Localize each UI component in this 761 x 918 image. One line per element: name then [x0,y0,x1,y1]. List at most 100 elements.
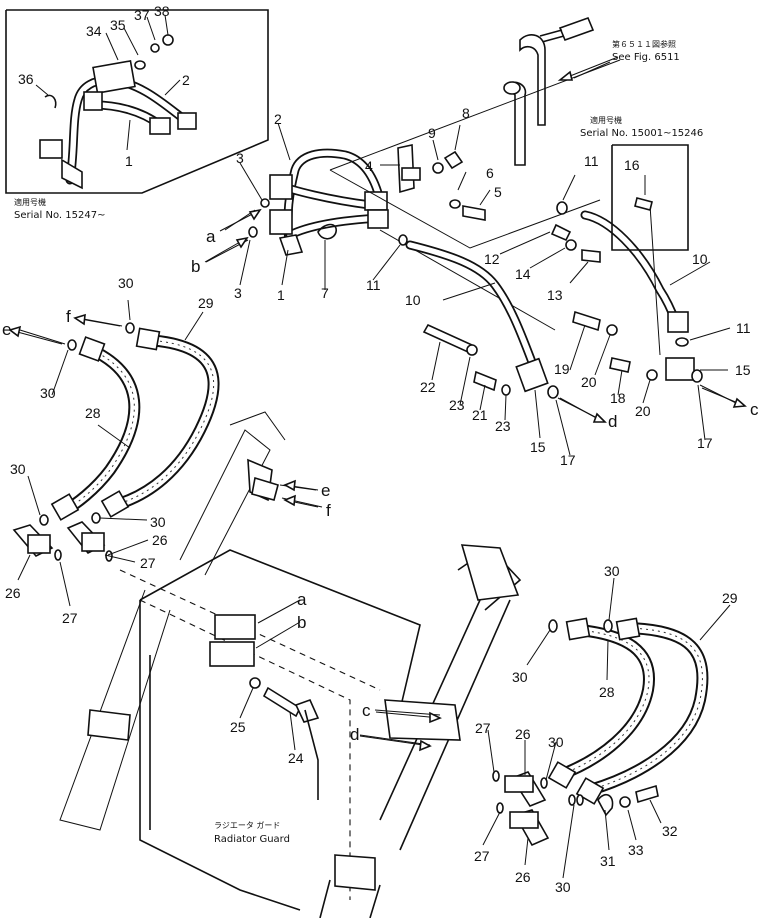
callout-23: 23 [449,397,465,413]
callout-28: 28 [85,405,101,421]
inset-jp-label: 適用号機 [14,197,46,207]
callout-30: 30 [40,385,56,401]
callout-22: 22 [420,379,436,395]
callout-3: 3 [236,150,244,166]
callout-30: 30 [118,275,134,291]
callout-4: 4 [365,158,373,174]
callout-30: 30 [548,734,564,750]
fittings-right [398,201,703,399]
port-f: f [66,307,71,326]
callout-16: 16 [624,157,640,173]
port-labels: a b a b c d c d e f e f [2,227,759,744]
callout-30: 30 [555,879,571,895]
callout-14: 14 [515,266,531,282]
callout-26: 26 [515,869,531,885]
callout-27: 27 [140,555,156,571]
callout-28: 28 [599,684,615,700]
port-c: c [362,701,371,720]
callout-29: 29 [198,295,214,311]
bolt-top [503,16,595,166]
serial-note: 適用号機 Serial No. 15001~15246 [580,115,703,139]
callout-1: 1 [277,287,285,303]
tube-10 [405,210,695,393]
callout-8: 8 [462,105,470,121]
fig-ref-note: 第６５１１図参照 See Fig. 6511 [612,39,680,63]
adapters-left [12,521,113,562]
callout-30: 30 [150,514,166,530]
serial-jp-label: 適用号機 [590,115,622,125]
fig-ref-en-label: See Fig. 6511 [612,52,680,63]
callout-18: 18 [610,390,626,406]
callout-26: 26 [5,585,21,601]
callout-30: 30 [10,461,26,477]
callout-7: 7 [321,285,329,301]
port-d: d [608,412,617,431]
callout-10: 10 [405,292,421,308]
port-e: e [321,481,330,500]
callout-25: 25 [230,719,246,735]
callout-11: 11 [584,153,599,169]
callout-27: 27 [62,610,78,626]
callout-27: 27 [474,848,490,864]
hoses-right [547,617,709,805]
callout-19: 19 [554,361,570,377]
inset-tubes [39,34,197,190]
frame-left [59,411,286,831]
port-a: a [297,590,307,609]
callout-2: 2 [274,111,282,127]
callout-37: 37 [134,7,150,23]
callout-labels: 1 1 2 2 3 3 4 5 6 7 8 9 10 10 11 11 11 1… [5,3,751,895]
callout-26: 26 [152,532,168,548]
callout-3: 3 [234,285,242,301]
adapters-right [492,770,659,847]
inset-note: 適用号機 Serial No. 15247~ [14,197,105,221]
radiator-guard [119,549,421,911]
callout-13: 13 [547,287,563,303]
fig-ref-jp-label: 第６５１１図参照 [612,39,676,49]
callout-36: 36 [18,71,34,87]
callout-29: 29 [722,590,738,606]
callout-31: 31 [600,853,616,869]
callout-24: 24 [288,750,304,766]
callout-12: 12 [484,251,500,267]
guard-jp-label: ラジエータ ガード [214,820,280,830]
port-f: f [326,501,331,520]
callout-20: 20 [635,403,651,419]
callout-6: 6 [486,165,494,181]
serial-range-label: Serial No. 15001~15246 [580,128,703,139]
bracket-and-bolts [397,144,486,221]
port-a: a [206,227,216,246]
callout-2: 2 [182,72,190,88]
main-tubes [248,148,389,256]
port-c: c [750,400,759,419]
callout-34: 34 [86,23,102,39]
callout-11: 11 [366,277,381,293]
callout-23: 23 [495,418,511,434]
callout-30: 30 [604,563,620,579]
guard-note: ラジエータ ガード Radiator Guard [214,820,290,845]
callout-32: 32 [662,823,678,839]
callout-1: 1 [125,153,133,169]
callout-38: 38 [154,3,170,19]
callout-33: 33 [628,842,644,858]
frame-right [319,544,522,918]
port-d: d [350,725,359,744]
callout-11: 11 [736,320,751,336]
guard-en-label: Radiator Guard [214,834,290,845]
inset-serial-label: Serial No. 15247~ [14,210,105,221]
callout-21: 21 [472,407,488,423]
hoses-left [39,322,220,526]
callout-5: 5 [494,184,502,200]
callout-35: 35 [110,17,126,33]
callout-20: 20 [581,374,597,390]
callout-30: 30 [512,669,528,685]
port-e: e [2,320,11,339]
callout-17: 17 [560,452,576,468]
port-b: b [191,257,200,276]
callout-9: 9 [428,125,436,141]
serial-box [611,144,689,356]
callout-10: 10 [692,251,708,267]
callout-27: 27 [475,720,491,736]
